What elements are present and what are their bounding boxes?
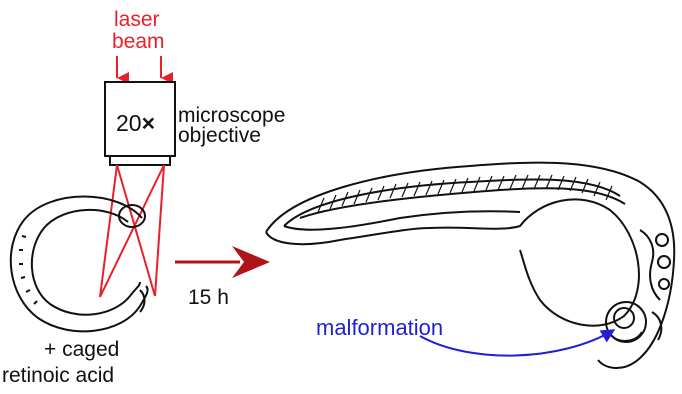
malformation-arrow	[420, 330, 614, 356]
objective-mag-number: 20	[116, 110, 142, 136]
microscope-label-line2: objective	[178, 124, 261, 147]
laser-arrows	[117, 56, 161, 78]
caged-label-line2: retinoic acid	[2, 364, 114, 387]
objective-times-icon: ×	[142, 110, 155, 136]
laser-beams	[100, 165, 164, 297]
malformation-label: malformation	[316, 316, 443, 339]
caged-label-line1: + caged	[44, 338, 119, 361]
laser-label-line2: beam	[112, 30, 165, 53]
process-arrow	[175, 246, 270, 278]
early-embryo	[11, 197, 148, 332]
laser-label-line1: laser	[114, 8, 160, 31]
objective-magnification: 20×	[116, 112, 155, 135]
time-label: 15 h	[188, 286, 229, 309]
